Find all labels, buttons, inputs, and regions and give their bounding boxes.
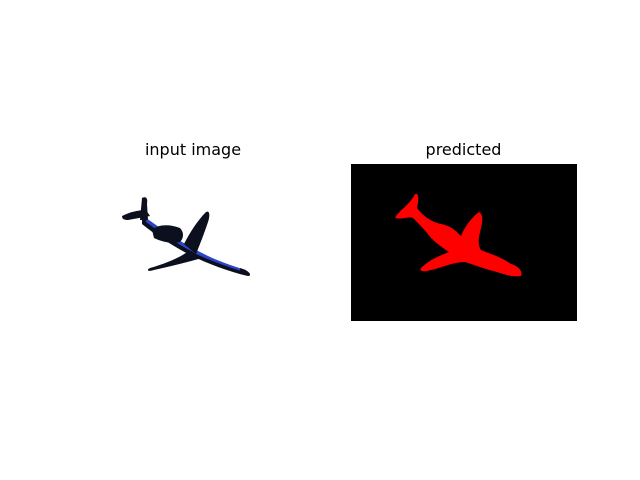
- input-image-title: input image: [144, 140, 242, 159]
- predicted-mask-panel: [351, 164, 577, 321]
- airplane-photo: [122, 197, 251, 276]
- predicted-title: predicted: [425, 140, 502, 159]
- input-image-panel: [80, 164, 307, 321]
- segmentation-mask: [351, 164, 577, 321]
